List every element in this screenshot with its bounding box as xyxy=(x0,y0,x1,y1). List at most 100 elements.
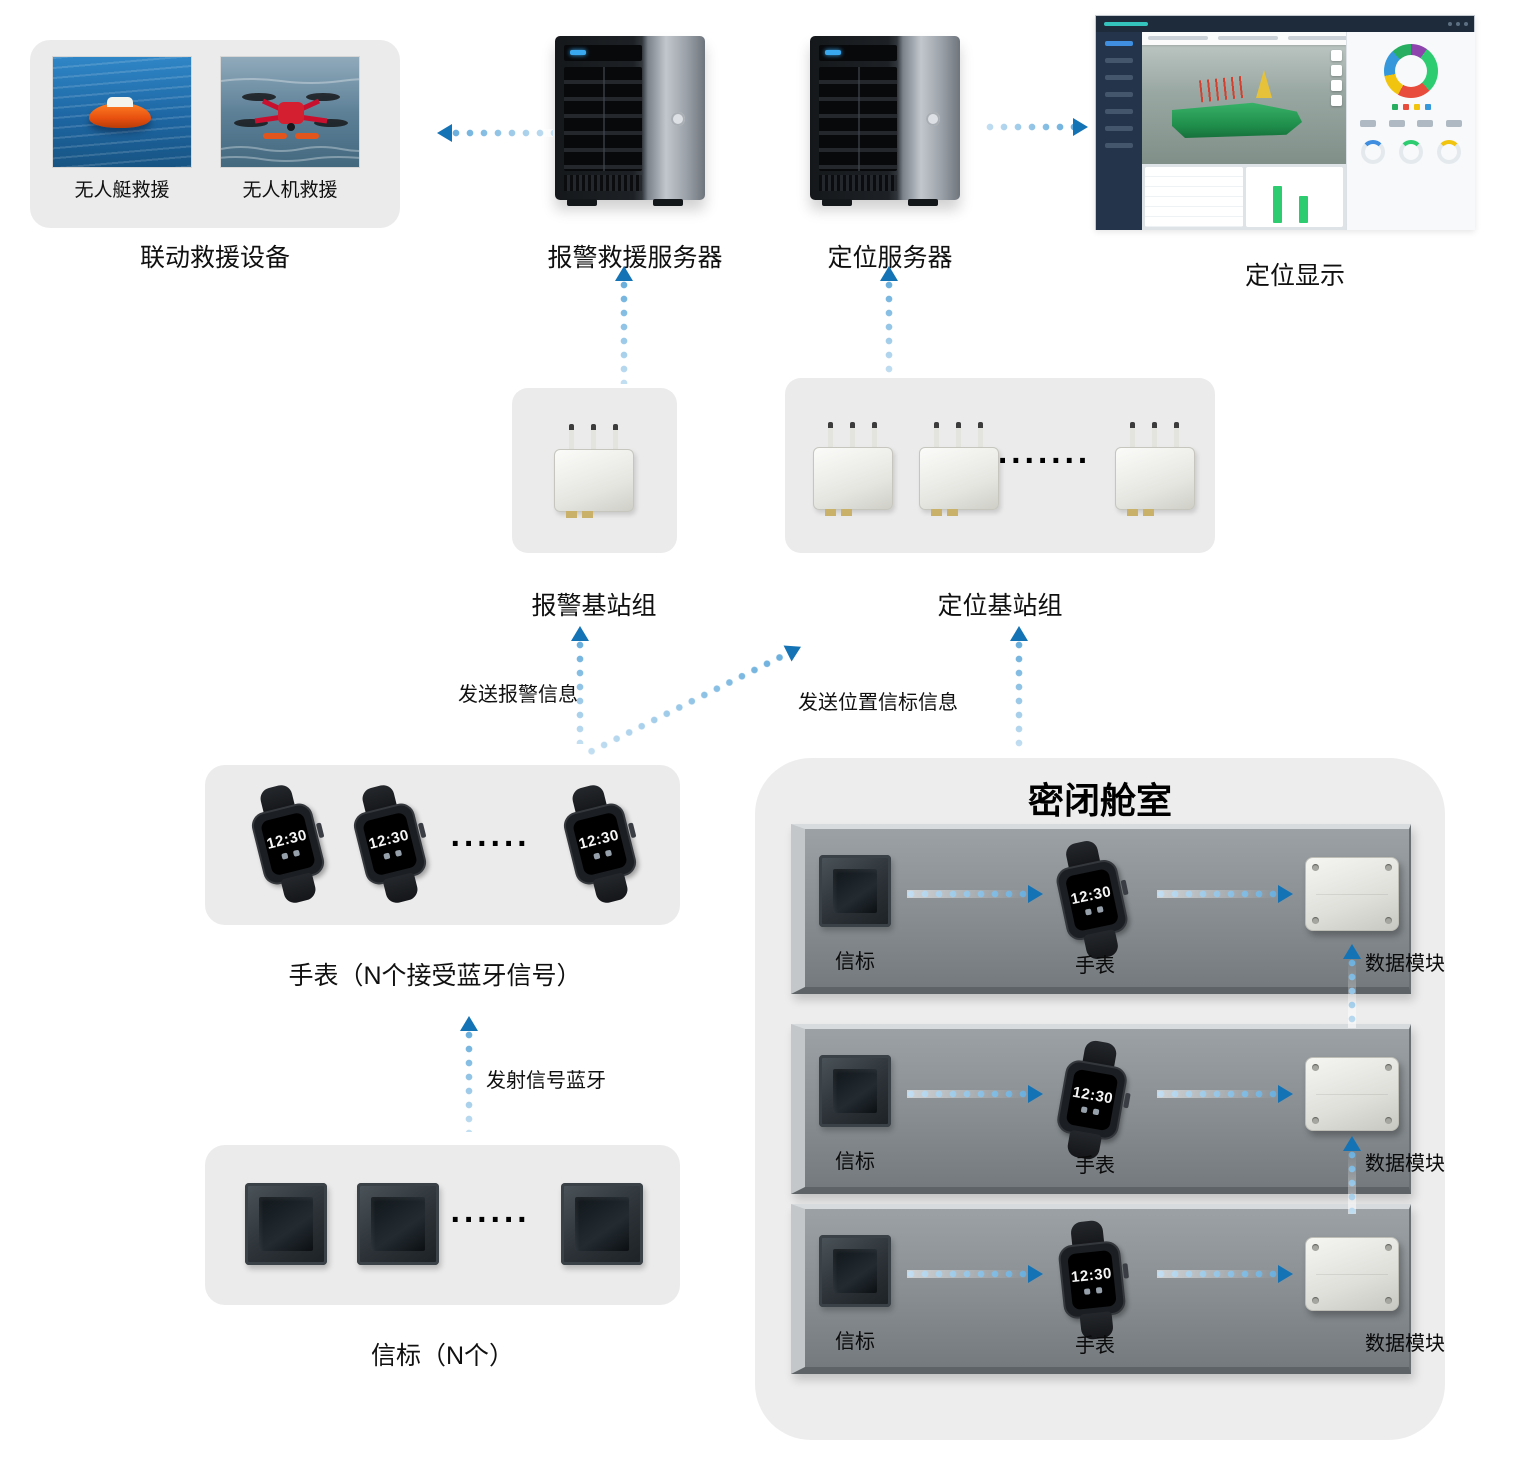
antenna xyxy=(872,422,877,449)
sidebar-menu-item xyxy=(1105,75,1133,80)
sidebar-menu-item xyxy=(1105,143,1133,148)
watch-icon xyxy=(1080,1105,1088,1113)
dotted-line xyxy=(986,123,1073,131)
sidebar-menu-item xyxy=(1105,41,1133,46)
arrowhead-right-icon xyxy=(1028,1085,1043,1103)
watch-case: 12:30 xyxy=(560,800,640,888)
smartwatch: 12:30 xyxy=(344,779,437,909)
screw xyxy=(1312,1064,1319,1071)
screw xyxy=(1385,1117,1392,1124)
arrow-module3-to-module2 xyxy=(1342,1136,1362,1214)
sea-photo xyxy=(52,56,192,168)
send-bluetooth-label: 发射信号蓝牙 xyxy=(486,1070,606,1092)
watch-time: 12:30 xyxy=(264,825,309,853)
titlebar-dot xyxy=(1448,22,1452,26)
cabin-watch-label: 手表 xyxy=(1075,1155,1115,1177)
station-body xyxy=(919,447,999,510)
watch-case: 12:30 xyxy=(1057,1239,1127,1321)
watch-icon xyxy=(1092,1107,1100,1115)
ship-hull xyxy=(1172,102,1302,138)
sidebar-menu-item xyxy=(1105,126,1133,131)
stat-placeholder xyxy=(1388,120,1405,127)
beacon-device xyxy=(819,1055,891,1127)
gauge-circle xyxy=(1361,140,1385,164)
alarm-station-label: 报警基站组 xyxy=(531,592,657,620)
watch-group-label: 手表（N个接受蓝牙信号） xyxy=(288,962,582,990)
dashboard-3d-view xyxy=(1142,32,1346,164)
green-bar xyxy=(1299,196,1309,223)
arrow-beacon-to-watch xyxy=(907,1265,1043,1283)
dashboard-donut-chart xyxy=(1384,44,1438,98)
watch-icon xyxy=(383,852,391,860)
stat-placeholder xyxy=(1417,120,1434,127)
titlebar-dot xyxy=(1464,22,1468,26)
watch-icon xyxy=(1084,907,1092,916)
dashboard-bar-panel xyxy=(1245,167,1343,227)
arrowhead-up-icon xyxy=(1343,944,1361,959)
arrowhead-up-icon xyxy=(615,266,633,281)
watch-icons xyxy=(383,849,402,860)
send-alarm-label: 发送报警信息 xyxy=(458,684,578,706)
watch-time: 12:30 xyxy=(576,825,621,853)
station-connector xyxy=(947,509,958,516)
smartwatch: 12:30 xyxy=(1047,835,1136,964)
arrow-beacons-to-watches xyxy=(459,1016,479,1132)
arrow-location-server-to-display xyxy=(986,118,1088,136)
arrow-beacon-to-watch xyxy=(907,885,1043,903)
cabin-deck-panel: 信标 12:30 手表 xyxy=(791,1024,1445,1194)
cabin-deck-panel: 信标 12:30 手表 xyxy=(791,824,1445,994)
screw xyxy=(1385,864,1392,871)
arrow-watch-to-module xyxy=(1157,885,1293,903)
arrow-module2-to-module1 xyxy=(1342,944,1362,1028)
cabin-watch-label: 手表 xyxy=(1075,1335,1115,1357)
beacon-device xyxy=(561,1183,643,1265)
dashboard-stats-panel xyxy=(1346,32,1475,230)
server-foot xyxy=(822,199,852,206)
dashboard-gauges xyxy=(1347,140,1475,164)
watch-group-box: 12:30 12:30 ······ 12:30 xyxy=(205,765,680,925)
antenna xyxy=(569,424,574,451)
watch-time: 12:30 xyxy=(1069,882,1113,908)
dashboard-titlebar xyxy=(1096,16,1474,32)
server-vent xyxy=(819,175,897,191)
sealed-cabin-box: 密闭舱室 信标 12:30 手表 xyxy=(755,758,1445,1440)
dotted-line xyxy=(576,641,584,744)
watch-screen: 12:30 xyxy=(1067,1249,1117,1311)
station-connector xyxy=(1127,509,1138,516)
map-tool-icon xyxy=(1331,50,1342,61)
data-module-device xyxy=(1305,1237,1399,1311)
antenna xyxy=(978,422,983,449)
antenna xyxy=(1130,422,1135,449)
base-station-device xyxy=(1115,422,1195,517)
server-foot xyxy=(653,199,683,206)
dashboard-toolbar xyxy=(1142,32,1346,45)
cabin-beacon-label: 信标 xyxy=(835,1331,875,1353)
arrowhead-right-icon xyxy=(1028,1265,1043,1283)
station-body xyxy=(554,449,634,512)
station-connector xyxy=(931,509,942,516)
station-connector xyxy=(582,511,593,518)
map-tool-icon xyxy=(1331,95,1342,106)
arrow-watch-to-module xyxy=(1157,1085,1293,1103)
server-badge xyxy=(671,112,685,126)
stat-placeholder xyxy=(1446,120,1463,127)
data-module-device xyxy=(1305,857,1399,931)
watch-screen: 12:30 xyxy=(571,811,629,877)
drone-rescue-label: 无人机救援 xyxy=(242,180,338,201)
screw xyxy=(1312,864,1319,871)
alarm-rescue-server-graphic xyxy=(555,36,705,206)
watch-case: 12:30 xyxy=(350,800,430,888)
dotted-line xyxy=(620,281,628,384)
dotted-line xyxy=(1348,959,1356,1028)
watch-icons xyxy=(593,849,612,860)
server-foot xyxy=(908,199,938,206)
arrowhead-right-icon xyxy=(1028,885,1043,903)
legend-swatch xyxy=(1391,104,1398,110)
legend-swatch xyxy=(1402,104,1409,110)
dashboard-stat-row xyxy=(1347,120,1475,127)
screw xyxy=(1385,1244,1392,1251)
antenna xyxy=(591,424,596,451)
ship-crane xyxy=(1198,75,1248,103)
rescue-equipment-box: 无人艇救援 xyxy=(30,40,400,228)
